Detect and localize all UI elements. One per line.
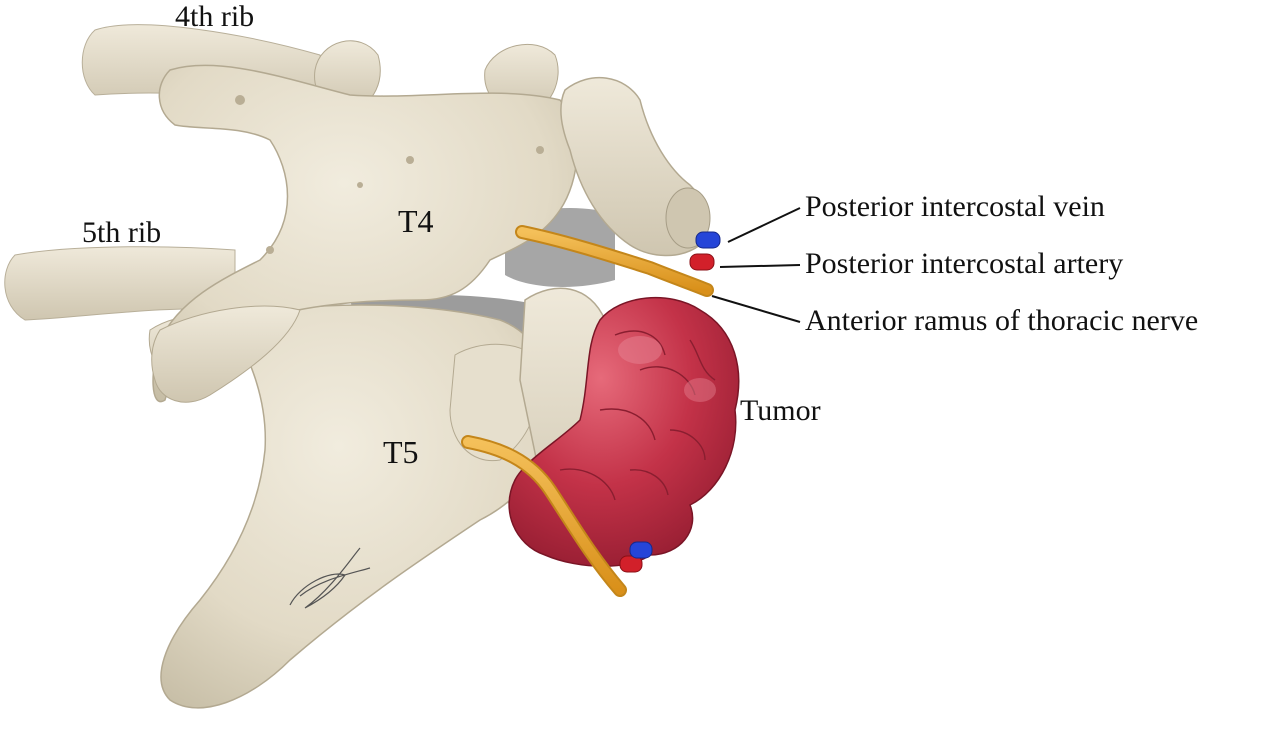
signature-icon xyxy=(289,547,371,609)
t5-neurovascular-bundle xyxy=(461,435,653,597)
label-5th-rib: 5th rib xyxy=(82,216,162,249)
rib-5 xyxy=(4,246,236,321)
label-tumor: Tumor xyxy=(740,394,821,427)
vein-leader-line xyxy=(727,207,801,243)
nerve-leader-line xyxy=(711,295,801,323)
tumor-mass xyxy=(508,297,740,567)
label-posterior-intercostal-vein: Posterior intercostal vein xyxy=(805,190,1105,223)
t4-neurovascular-bundle xyxy=(515,225,721,297)
label-t4: T4 xyxy=(398,203,434,239)
label-t5: T5 xyxy=(383,434,419,470)
label-posterior-intercostal-artery: Posterior intercostal artery xyxy=(805,247,1124,280)
leader-lines xyxy=(711,207,801,323)
artery-leader-line xyxy=(719,264,801,268)
label-anterior-ramus: Anterior ramus of thoracic nerve xyxy=(805,304,1199,337)
label-4th-rib: 4th rib xyxy=(175,0,255,33)
